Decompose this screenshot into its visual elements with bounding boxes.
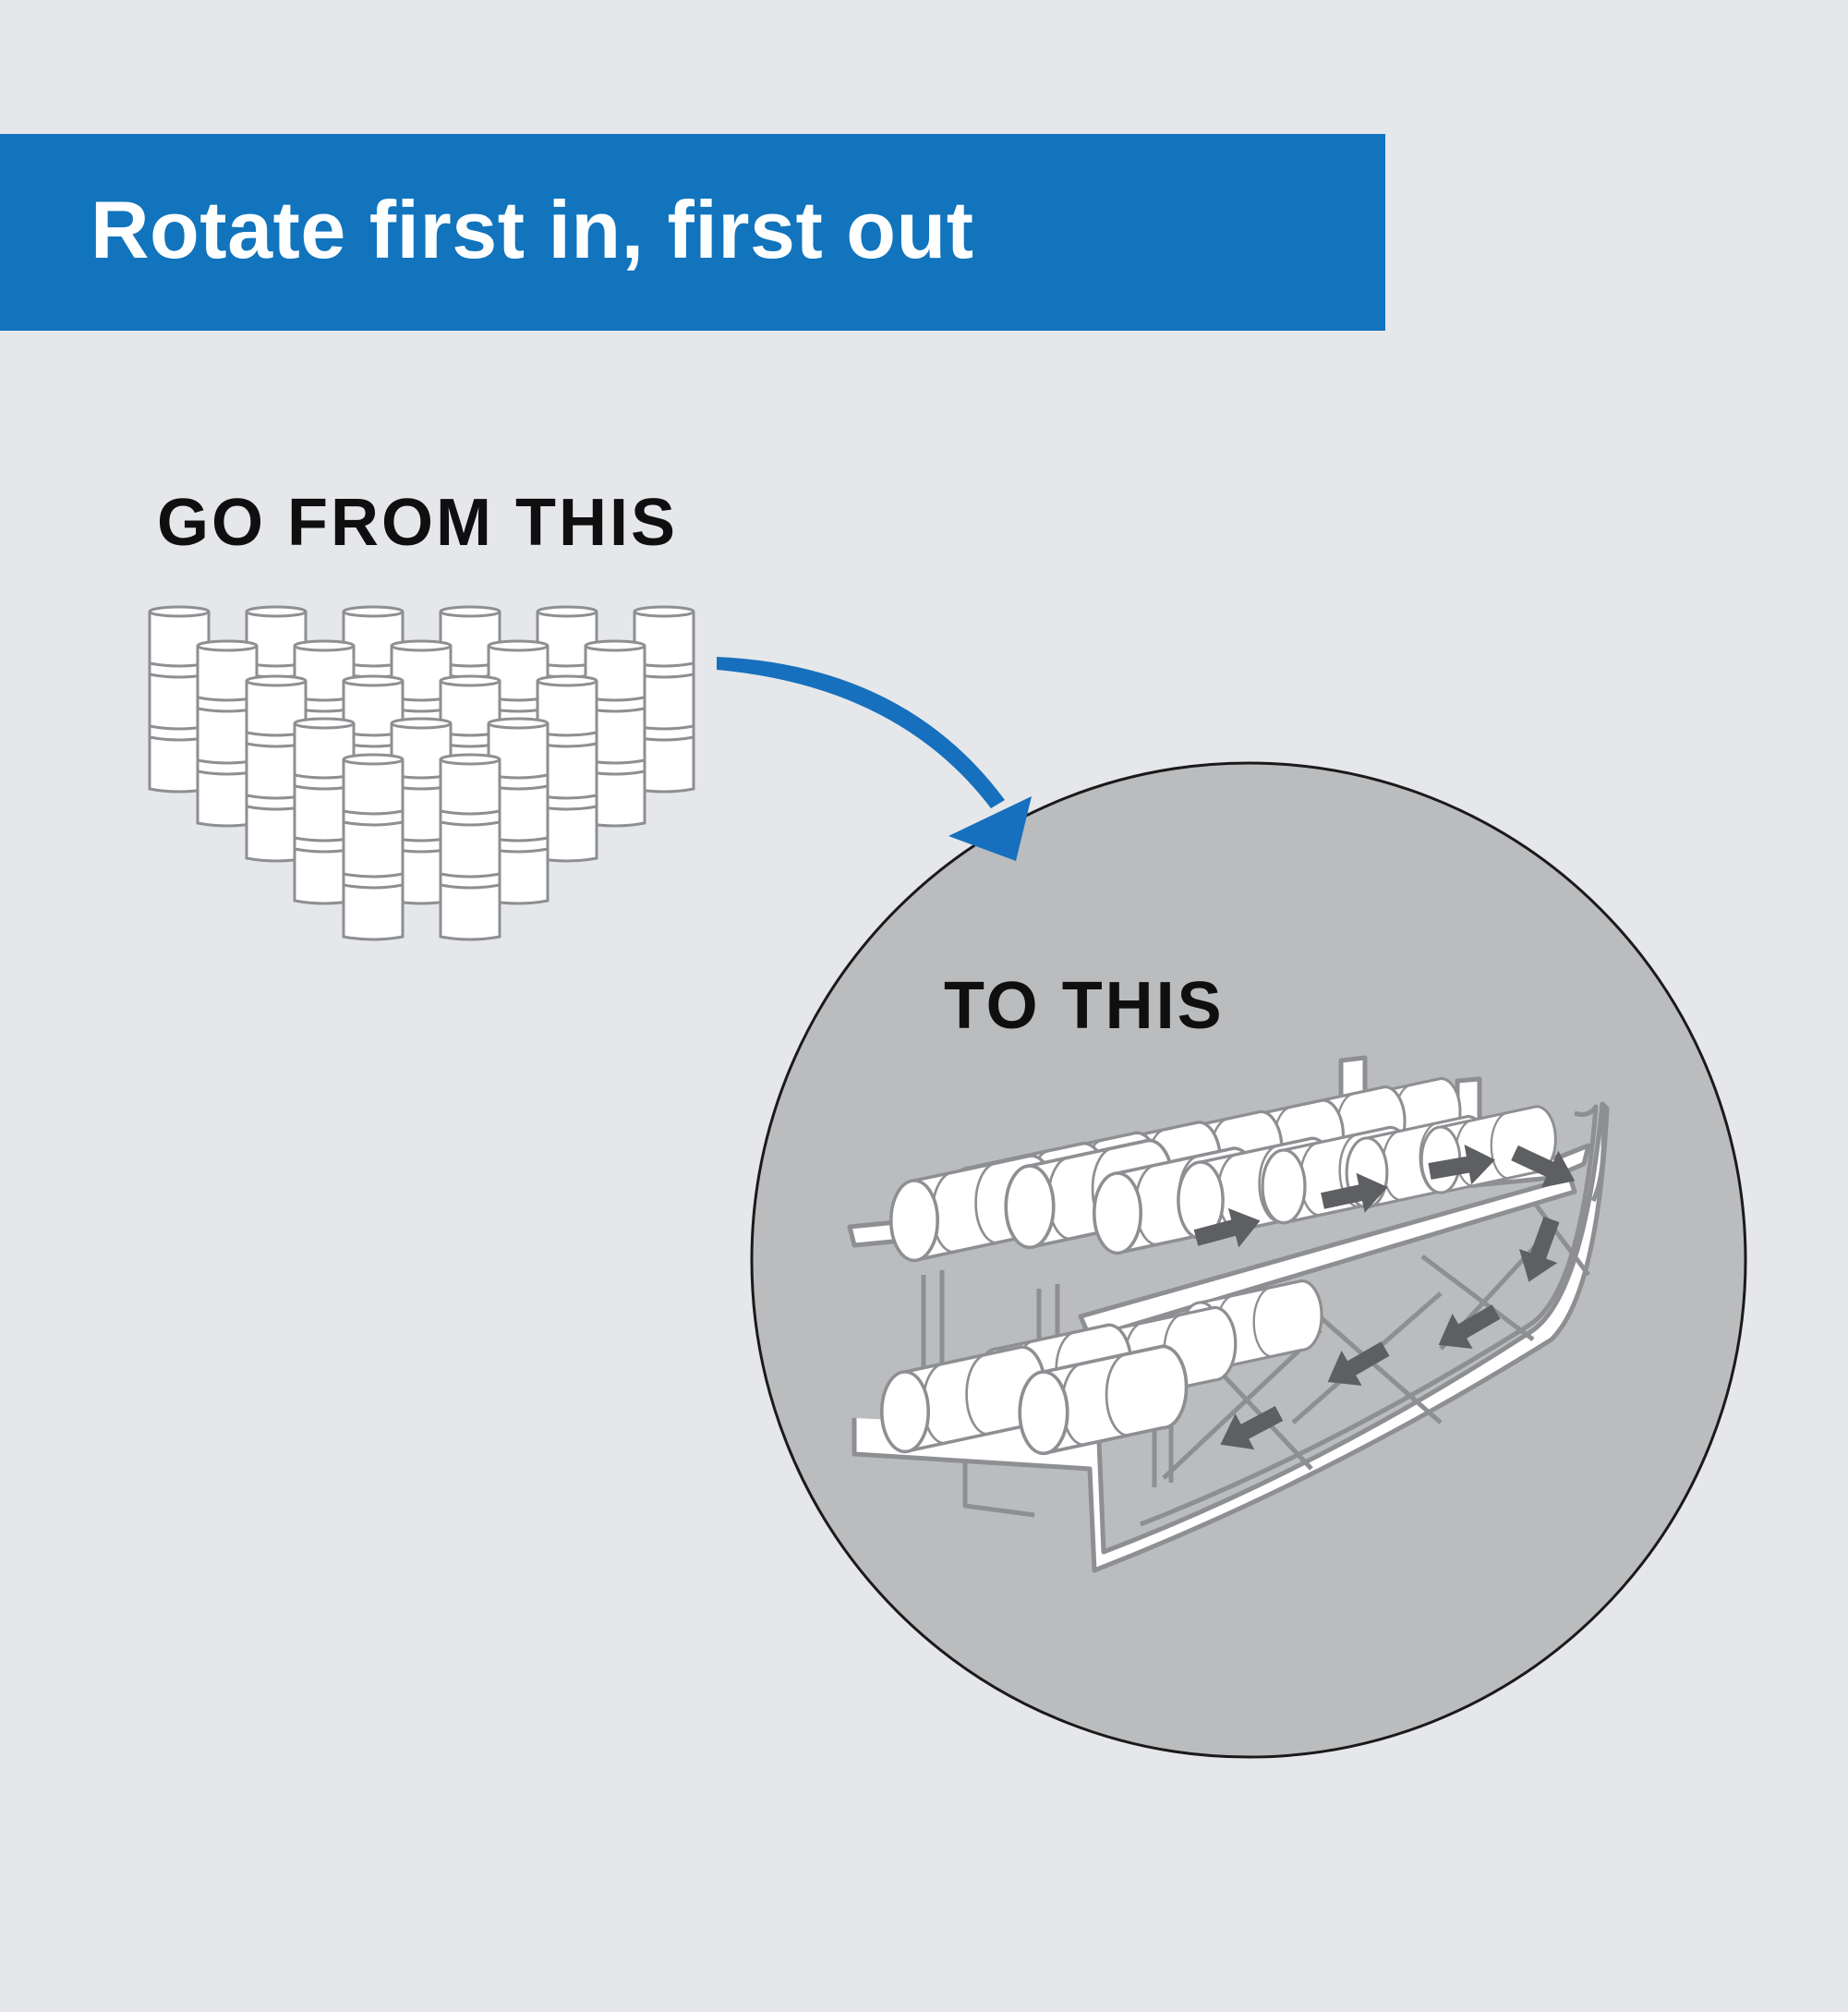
curved-arrow-icon (717, 657, 1032, 861)
stacked-cans-icon (148, 605, 695, 941)
to-this-label: TO THIS (944, 969, 1225, 1043)
zoom-circle (750, 761, 1747, 1759)
page-title: Rotate first in, first out (91, 184, 974, 275)
title-banner (0, 134, 1385, 331)
go-from-this-label: GO FROM THIS (157, 486, 678, 560)
